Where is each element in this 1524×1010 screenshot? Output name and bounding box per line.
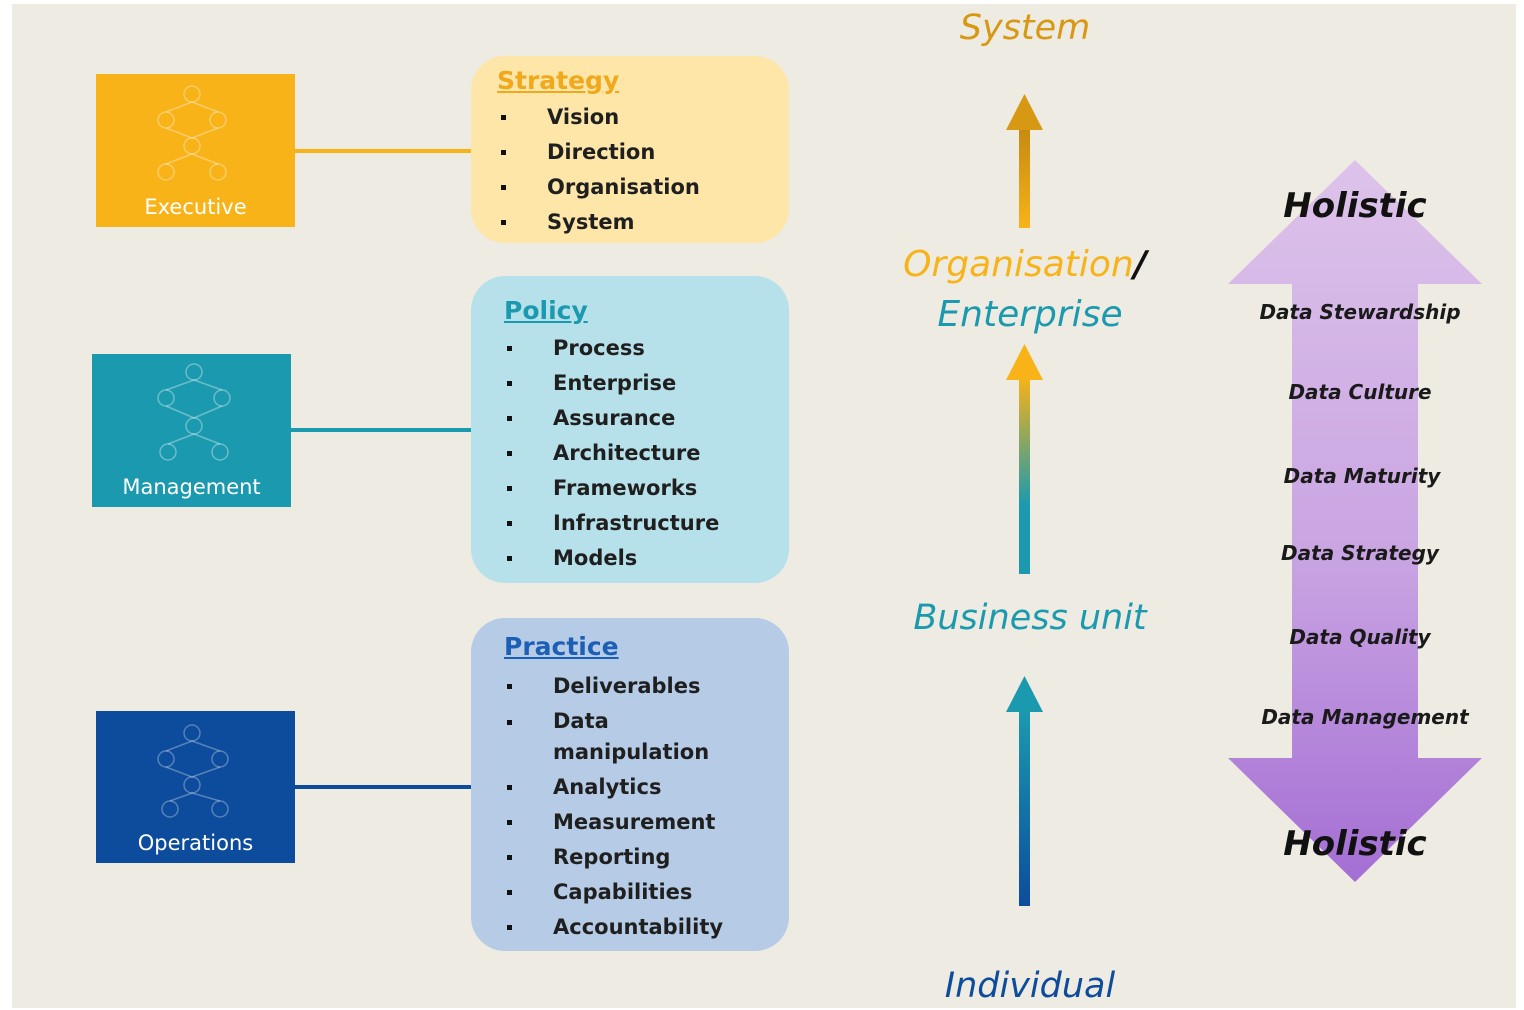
holistic-item: Data Maturity [1283, 464, 1441, 488]
arrow-to-organisation [1006, 344, 1043, 574]
level-individual: Individual [944, 966, 1116, 1006]
holistic-item: Data Management [1261, 705, 1469, 729]
operations-label: Operations [137, 831, 254, 855]
policy-card: Policy Process Enterprise Assurance Arch… [471, 276, 789, 583]
executive-box: Executive [96, 74, 295, 227]
holistic-item: Data Quality [1289, 625, 1431, 649]
holistic-item: Data Culture [1288, 380, 1432, 404]
list-item: Architecture [501, 436, 719, 471]
network-icon [157, 363, 231, 461]
list-item: Data manipulation [501, 704, 709, 770]
practice-title: Practice [504, 632, 619, 661]
operations-connector [295, 785, 472, 789]
holistic-item: Data Strategy [1281, 541, 1439, 565]
list-item: Capabilities [501, 875, 723, 910]
list-item: Process [501, 331, 719, 366]
network-icon [157, 724, 229, 818]
arrow-to-system [1006, 94, 1043, 228]
management-connector [291, 428, 472, 432]
practice-card: Practice Deliverables Data manipulation … [471, 618, 789, 951]
list-item: Direction [495, 135, 700, 170]
management-label: Management [122, 475, 261, 499]
arrow-to-business-unit [1006, 676, 1043, 906]
level-system: System [959, 8, 1091, 48]
level-business-unit: Business unit [913, 598, 1147, 638]
list-item: Measurement [501, 805, 723, 840]
holistic-item: Data Stewardship [1259, 300, 1461, 324]
policy-title: Policy [504, 296, 588, 325]
operations-box: Operations [96, 711, 295, 863]
list-item: Assurance [501, 401, 719, 436]
list-item: System [495, 205, 700, 240]
management-box: Management [92, 354, 291, 507]
list-item: Deliverables [501, 669, 723, 704]
list-item: Reporting [501, 840, 723, 875]
holistic-top-label: Holistic [1283, 186, 1427, 226]
list-item: Accountability [501, 910, 723, 945]
list-item: Infrastructure [501, 506, 719, 541]
executive-label: Executive [144, 195, 247, 219]
level-slash: / [1133, 244, 1147, 285]
list-item: Organisation [495, 170, 700, 205]
policy-list: Process Enterprise Assurance Architectur… [501, 331, 719, 576]
strategy-title: Strategy [497, 66, 620, 95]
network-icon [157, 85, 227, 181]
list-item: Enterprise [501, 366, 719, 401]
practice-list: Deliverables Data manipulation Analytics… [501, 669, 723, 945]
list-item: Vision [495, 100, 700, 135]
holistic-bottom-label: Holistic [1283, 824, 1427, 864]
executive-connector [295, 149, 472, 153]
level-organisation: Organisation/ [860, 244, 1190, 285]
level-organisation-text: Organisation [903, 244, 1134, 285]
level-enterprise: Enterprise [937, 294, 1123, 335]
list-item: Models [501, 541, 719, 576]
strategy-list: Vision Direction Organisation System [495, 100, 700, 240]
list-item: Analytics [501, 770, 723, 805]
strategy-card: Strategy Vision Direction Organisation S… [471, 56, 789, 243]
list-item: Frameworks [501, 471, 719, 506]
